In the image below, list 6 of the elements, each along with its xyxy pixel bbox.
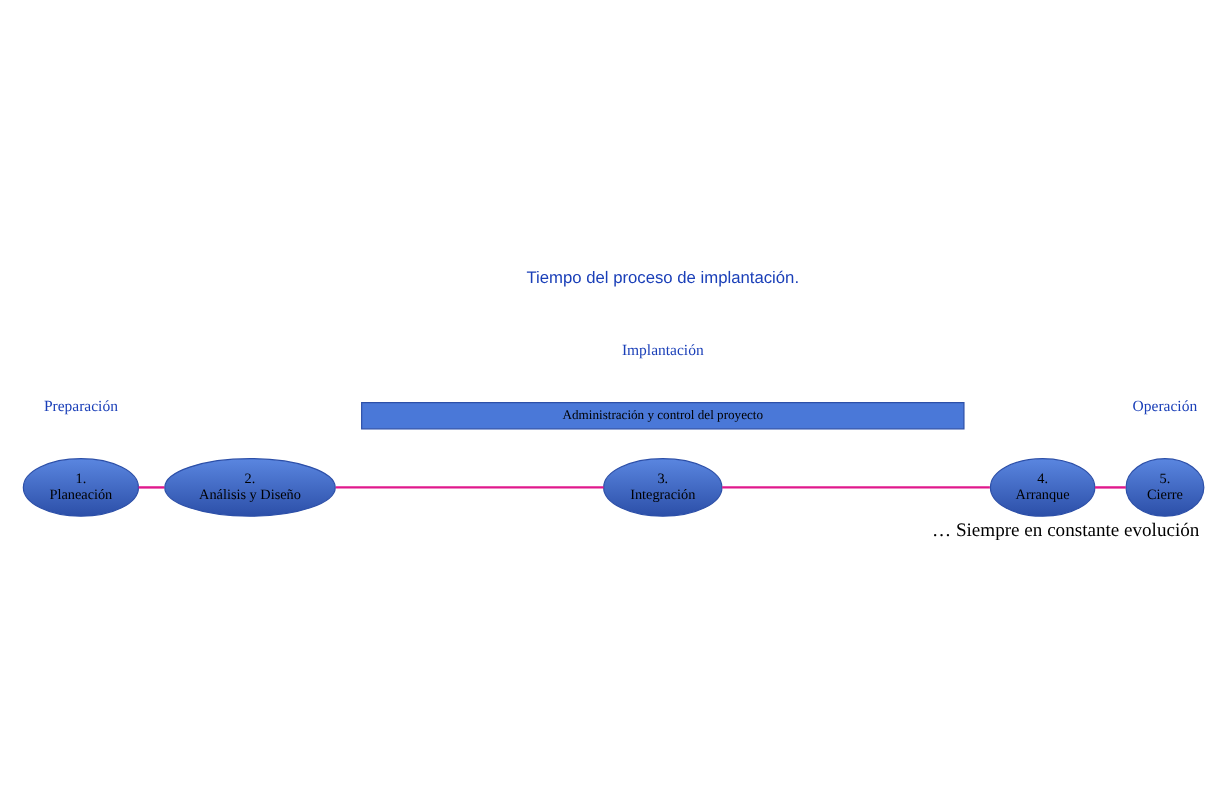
caption: … Siempre en constante evolución xyxy=(932,520,1200,543)
connector xyxy=(1095,486,1126,489)
connector xyxy=(722,486,990,489)
connector xyxy=(335,486,604,489)
label: Tiempo del proceso de implantación. xyxy=(526,266,800,287)
connector xyxy=(138,486,165,489)
